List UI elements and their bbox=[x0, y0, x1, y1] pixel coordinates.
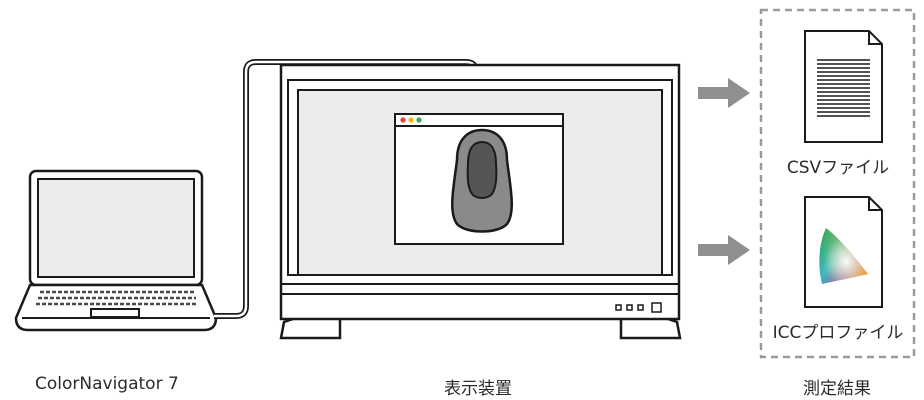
icc-document-icon bbox=[804, 196, 883, 308]
csv-document-icon bbox=[804, 30, 883, 143]
arrow-icon bbox=[698, 78, 750, 108]
display-monitor bbox=[279, 63, 682, 340]
sensor-icon bbox=[451, 128, 513, 233]
caption-results: 測定結果 bbox=[803, 379, 871, 399]
arrow-icon bbox=[698, 235, 750, 265]
laptop-icon bbox=[14, 169, 218, 332]
monitor-buttons bbox=[615, 302, 662, 313]
results-box bbox=[759, 8, 916, 359]
caption-display: 表示装置 bbox=[444, 379, 512, 399]
icc-profile-label: ICCプロファイル bbox=[772, 323, 904, 343]
color-gamut-icon bbox=[819, 228, 868, 284]
csv-file-label: CSVファイル bbox=[786, 158, 890, 178]
caption-software: ColorNavigator 7 bbox=[35, 374, 179, 394]
